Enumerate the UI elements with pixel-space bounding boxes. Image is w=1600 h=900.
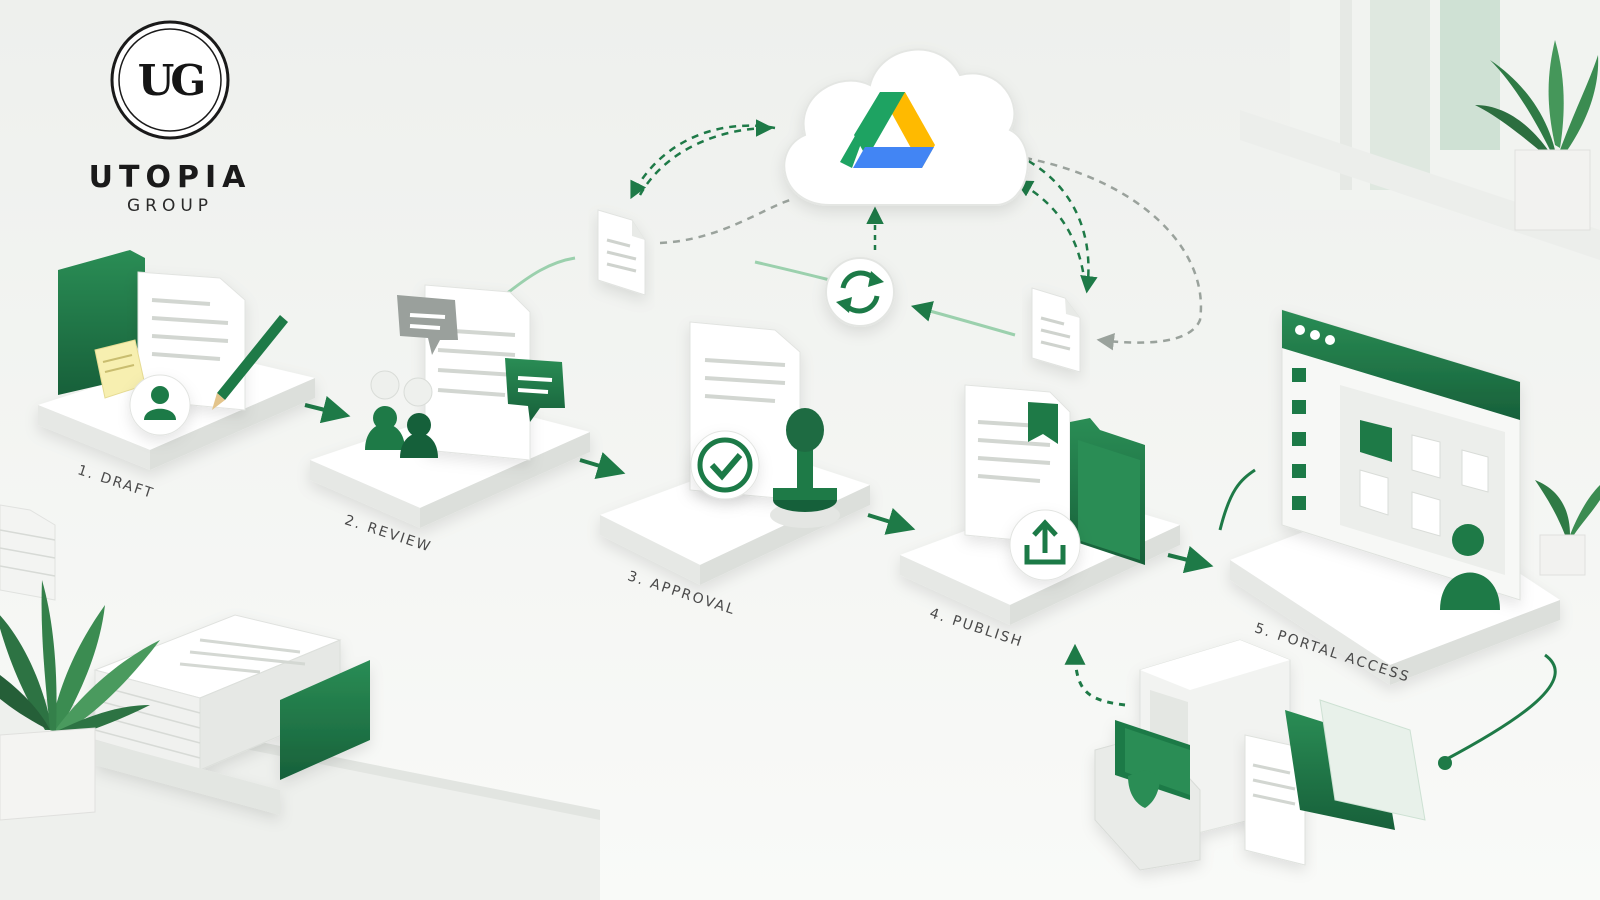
- sticky-note-icon: [94, 339, 146, 399]
- google-drive-icon: [840, 92, 935, 168]
- plant-small: [1535, 480, 1600, 576]
- logo-monogram: UG: [137, 56, 207, 105]
- users-icon: [365, 370, 438, 458]
- user-icon: [1440, 524, 1500, 610]
- brand-name: UTOPIA: [88, 160, 252, 195]
- floating-document-icon: [597, 209, 646, 296]
- document-icon: [1359, 434, 1489, 537]
- comment-icon: [505, 358, 565, 422]
- bookmark-icon: [1028, 402, 1058, 444]
- flow-arrows: [304, 119, 1557, 770]
- pencil-icon: [212, 315, 288, 410]
- step-portal-platform: [1230, 495, 1560, 685]
- stamp-icon: [770, 408, 840, 528]
- folder-icon: [1285, 699, 1426, 830]
- utopia-group-logo: [110, 20, 230, 140]
- checkmark-icon: [690, 430, 760, 500]
- plant-left: [0, 580, 160, 821]
- user-icon: [129, 374, 191, 436]
- brand-subtitle: GROUP: [126, 196, 214, 216]
- plant-right: [1475, 40, 1599, 231]
- paper-stack-icon: [93, 614, 370, 815]
- sync-icon: [825, 257, 895, 327]
- comment-icon: [397, 295, 458, 355]
- paper-stack-icon: [0, 504, 56, 601]
- folder-icon: [1360, 420, 1392, 462]
- folder-icon: [1070, 418, 1145, 565]
- floating-document-icon: [1031, 287, 1081, 373]
- document-icon: [1244, 734, 1306, 866]
- upload-icon: [1009, 509, 1081, 581]
- shield-icon: [1128, 770, 1160, 808]
- window-frame: [1240, 0, 1600, 260]
